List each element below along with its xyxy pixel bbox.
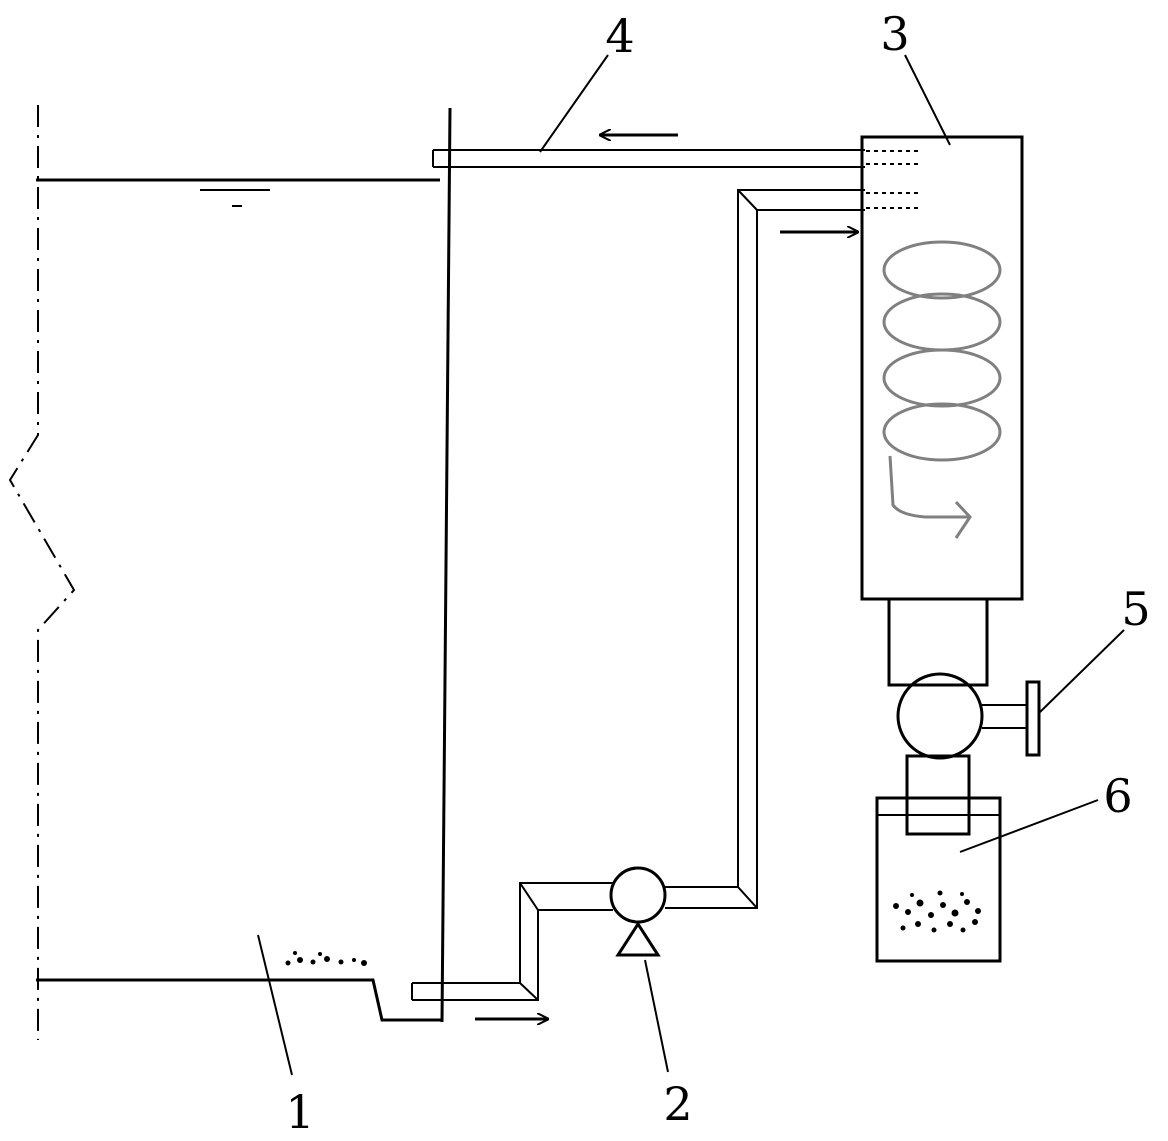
leader-2 <box>644 959 669 1073</box>
separator-ports <box>866 150 922 209</box>
leader-1 <box>257 934 293 1076</box>
tank-bottom <box>36 978 442 1022</box>
separator-outlet <box>887 597 989 687</box>
label-6: 6 <box>1103 769 1132 823</box>
collector-body <box>875 796 1002 963</box>
leader-6 <box>959 799 1099 853</box>
tank-sediment <box>285 951 367 966</box>
separator <box>860 135 1024 601</box>
delivery-pipe <box>665 189 865 909</box>
valve-body <box>896 672 984 760</box>
swirl-arrowhead <box>954 500 972 539</box>
collector-neck <box>905 754 971 836</box>
label-4: 4 <box>605 9 634 63</box>
leader-5 <box>1039 629 1125 713</box>
label-2: 2 <box>663 1077 692 1131</box>
leader-lines <box>257 54 1125 1076</box>
valve-stem <box>982 704 1028 729</box>
valve <box>896 672 1041 760</box>
pump <box>609 866 667 957</box>
swirl-exit-arrow <box>888 455 968 519</box>
label-5: 5 <box>1121 582 1150 636</box>
collector <box>875 796 1002 963</box>
label-3: 3 <box>880 7 909 61</box>
valve-handle <box>1025 680 1041 757</box>
collected-sediment <box>893 890 981 933</box>
pump-body <box>609 866 667 924</box>
label-1: 1 <box>285 1085 314 1139</box>
swirl-coils <box>882 240 1002 462</box>
tank <box>8 105 452 1040</box>
pump-stand <box>615 921 661 957</box>
suction-pipe <box>411 882 613 1001</box>
leader-4 <box>539 54 609 153</box>
tank-right-wall <box>440 107 452 1023</box>
leader-3 <box>904 54 951 146</box>
return-pipe <box>432 149 865 168</box>
tank-break-line <box>8 105 76 1040</box>
